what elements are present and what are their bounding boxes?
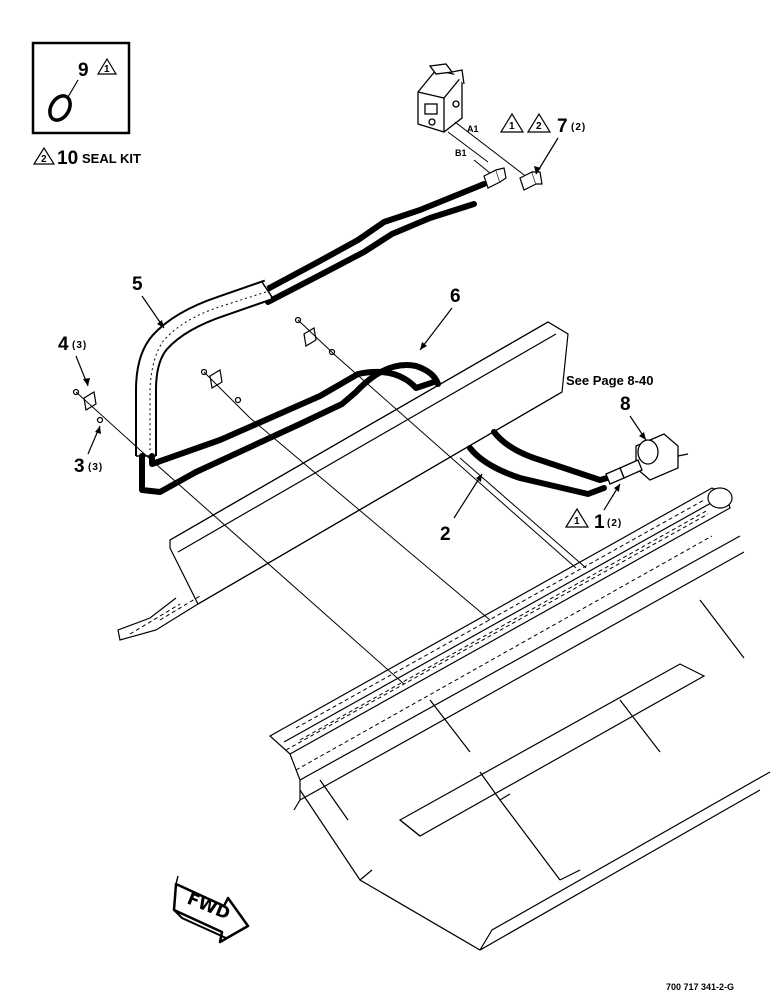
callout-5: 5 bbox=[132, 274, 165, 329]
alignment-lines bbox=[139, 355, 587, 685]
port-a1-label: A1 bbox=[467, 124, 479, 134]
plate-dashed-edge bbox=[129, 595, 201, 635]
note-triangle-icon bbox=[32, 146, 56, 165]
top-fittings bbox=[483, 167, 543, 191]
callout-3-number: 3 bbox=[74, 456, 85, 477]
note-number: 1 bbox=[104, 64, 110, 75]
callout-1-number: 1 bbox=[594, 512, 605, 533]
callout-3-qty: (3) bbox=[88, 462, 103, 473]
callout-2-number: 2 bbox=[440, 524, 451, 545]
callout-7: 1 2 7 (2) bbox=[499, 112, 586, 175]
inset-box: 9 1 bbox=[31, 41, 131, 135]
lower-hoses bbox=[139, 362, 441, 495]
clips bbox=[72, 316, 336, 424]
see-page-label: See Page 8-40 bbox=[566, 373, 653, 388]
note-number: 2 bbox=[41, 154, 47, 165]
frame-dashed bbox=[285, 499, 713, 771]
callout-9-number: 9 bbox=[78, 60, 89, 81]
upper-hoses bbox=[259, 181, 487, 305]
seal-kit-text: SEAL KIT bbox=[82, 151, 141, 166]
callout-10-number: 10 bbox=[57, 148, 78, 169]
note-triangle-icon bbox=[499, 112, 525, 133]
port-b1-label: B1 bbox=[455, 148, 467, 158]
callout-1: 1 1 (2) bbox=[564, 483, 622, 533]
mounting-plate bbox=[117, 321, 569, 641]
callout-8-number: 8 bbox=[620, 394, 631, 415]
rear-hoses bbox=[467, 429, 617, 497]
callout-3: 3 (3) bbox=[74, 425, 103, 477]
valve-block bbox=[417, 63, 465, 133]
callout-7-qty: (2) bbox=[571, 122, 586, 133]
assembly-lines bbox=[75, 319, 337, 451]
fwd-arrow-icon: FWD bbox=[172, 875, 250, 944]
drawing-number: 700 717 341-2-G bbox=[666, 982, 734, 992]
protective-sleeve bbox=[135, 279, 275, 457]
note-triangle-icon bbox=[564, 507, 590, 528]
callout-6: 6 bbox=[419, 286, 461, 351]
callout-7-number: 7 bbox=[557, 116, 568, 137]
note-number: 1 bbox=[574, 516, 580, 527]
callout-1-qty: (2) bbox=[607, 518, 622, 529]
callout-5-number: 5 bbox=[132, 274, 143, 295]
callout-4-number: 4 bbox=[58, 334, 69, 355]
valve-ports: A1 B1 bbox=[447, 121, 529, 179]
frame bbox=[268, 487, 771, 951]
callout-8: 8 bbox=[620, 394, 647, 441]
callout-4-qty: (3) bbox=[72, 340, 87, 351]
o-ring-icon bbox=[48, 94, 72, 122]
callout-2: 2 bbox=[440, 473, 483, 545]
note-triangle-icon bbox=[526, 112, 552, 133]
note-number: 2 bbox=[536, 121, 542, 132]
callout-6-number: 6 bbox=[450, 286, 461, 307]
callout-4: 4 (3) bbox=[58, 334, 90, 387]
seal-kit-label: 2 10 SEAL KIT bbox=[32, 146, 141, 169]
note-number: 1 bbox=[509, 121, 515, 132]
note-triangle-icon bbox=[96, 57, 118, 75]
motor-item-8 bbox=[605, 433, 689, 485]
